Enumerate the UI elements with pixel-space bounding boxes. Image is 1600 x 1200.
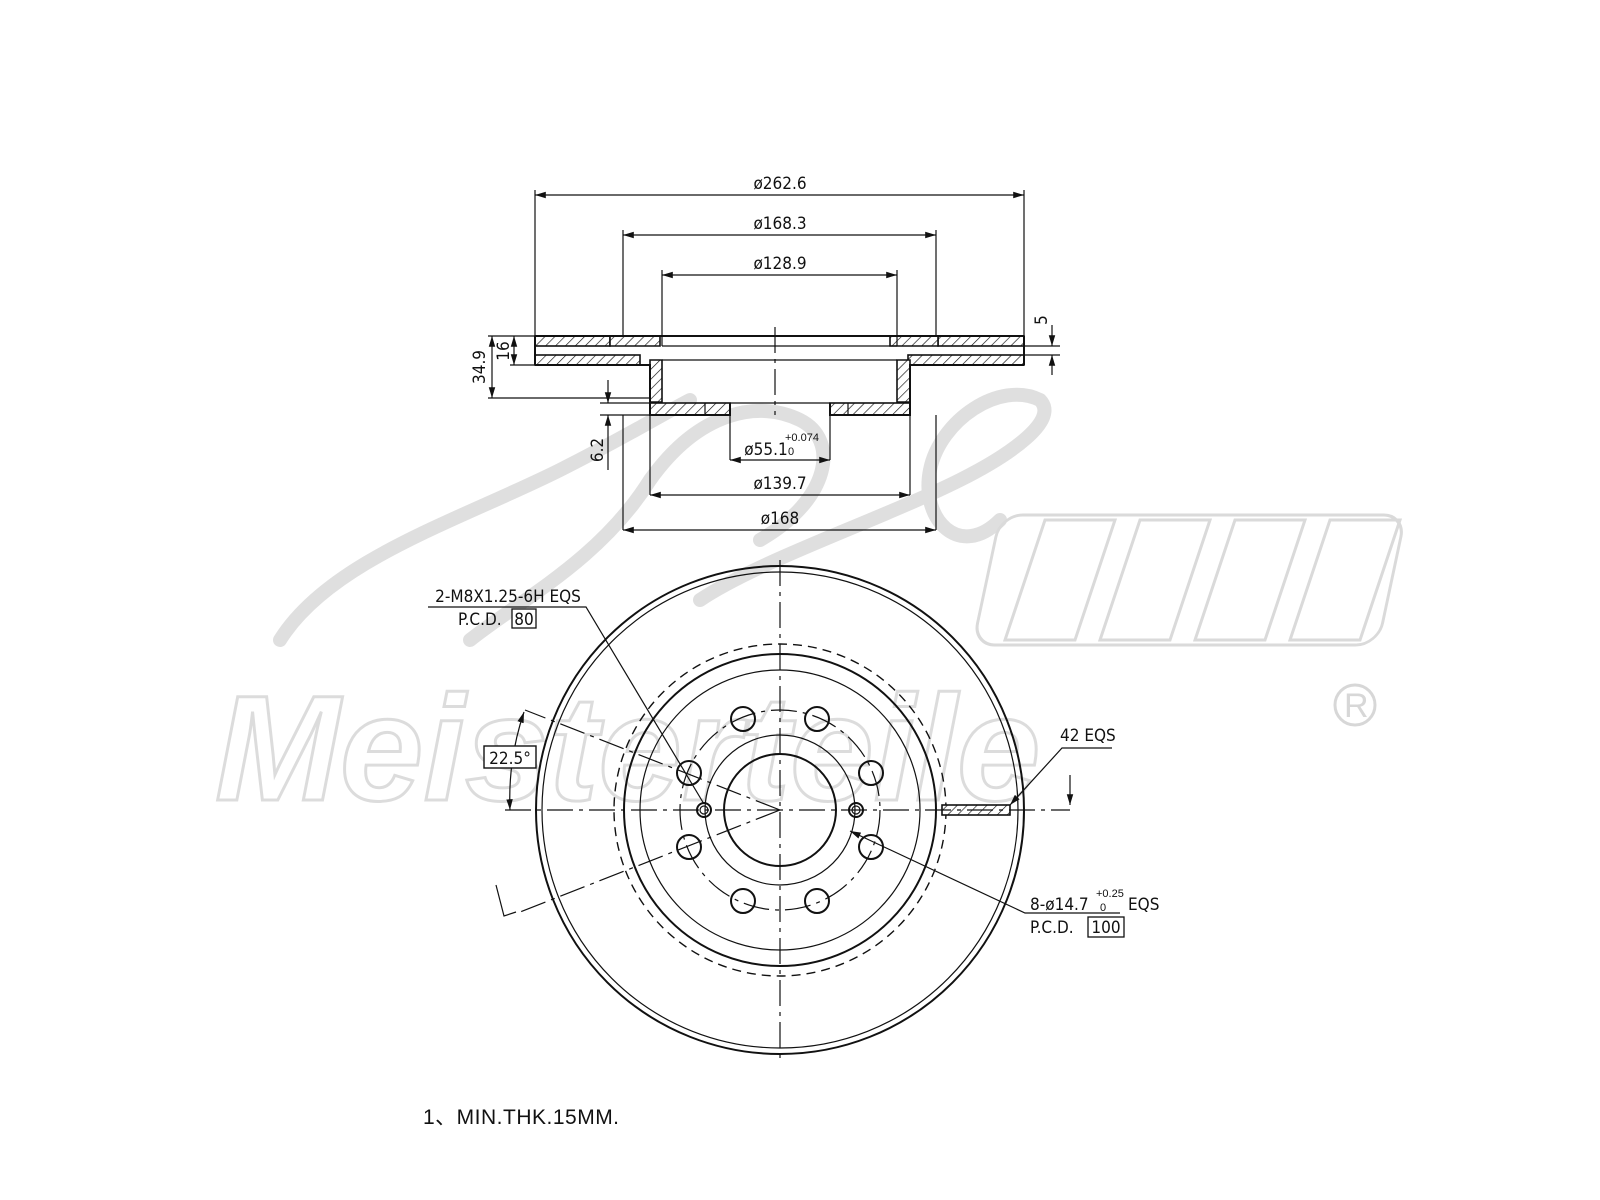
holes-tol-lower: 0 [1100, 902, 1106, 914]
extension-lines [488, 190, 1060, 530]
bolt-hole [676, 834, 702, 860]
watermark: Meisterteile R [214, 387, 1403, 834]
dim-hub-outer-diameter: ø168.3 [753, 214, 806, 234]
dim-center-bore-tol-upper: +0.074 [785, 432, 819, 444]
bolt-hole [730, 706, 756, 732]
dim-hat-diameter: ø168 [761, 509, 800, 529]
bolt-hole [676, 760, 702, 786]
note-min-thickness: 1、MIN.THK.15MM. [423, 1106, 620, 1129]
thread-callout: 2-M8X1.25-6H EQS [435, 587, 581, 607]
right-hat-wall [896, 359, 911, 403]
bolt-holes [676, 706, 884, 914]
left-upper-friction-face [534, 335, 611, 347]
left-lower-friction-face [534, 354, 641, 366]
bolt-hole [730, 888, 756, 914]
bolt-hole [804, 888, 830, 914]
dim-center-bore: ø55.1 [744, 440, 787, 460]
holes-callout-suffix: EQS [1128, 895, 1159, 915]
watermark-registered-circle [1333, 683, 1377, 727]
dimension-lines [488, 191, 1056, 534]
watermark-brand: Meisterteile [215, 664, 1040, 832]
slot-leader [1009, 747, 1112, 806]
dim-hub-inner-diameter: ø128.9 [753, 254, 806, 274]
dim-disc-thickness: 16 [494, 341, 514, 360]
angled-center-line-upper [524, 709, 781, 811]
angle-box [483, 745, 537, 769]
bolt-hole [858, 760, 884, 786]
dim-total-height: 34.9 [470, 350, 490, 384]
section-marker [495, 884, 517, 917]
slot-callout: 42 EQS [1060, 726, 1116, 746]
holes-leader [849, 830, 1120, 914]
dim-outer-diameter: ø262.6 [753, 174, 806, 194]
holes-pcd-box [1087, 916, 1125, 938]
dim-center-bore-tol-lower: 0 [788, 446, 794, 458]
left-hat-wall [649, 359, 663, 403]
face-view: 22.5° 2-M8X1.25-6H EQS P.C.D. 80 42 EQS … [428, 560, 1159, 1062]
dim-groove-width: 5 [1032, 315, 1052, 325]
angled-center-line-lower [519, 809, 781, 913]
dim-hat-thickness: 6.2 [588, 438, 608, 462]
left-hat-top [609, 335, 661, 347]
thread-leader [428, 606, 705, 805]
angle-value: 22.5° [489, 749, 531, 769]
thread-pcd-label: P.C.D. [458, 610, 502, 630]
thread-pcd-box [511, 608, 537, 629]
right-hat-bottom [829, 402, 911, 416]
watermark-registered: R [1344, 687, 1369, 725]
left-hat-bottom [649, 402, 731, 416]
section-view: ø262.6 ø168.3 ø128.9 ø55.1 +0.074 0 ø139… [470, 174, 1060, 534]
holes-pcd-label: P.C.D. [1030, 918, 1074, 938]
bolt-hole [858, 834, 884, 860]
thread-pcd-value: 80 [514, 610, 533, 630]
watermark-stripes [975, 513, 1403, 647]
right-upper-friction-face [937, 335, 1025, 347]
holes-tol-upper: +0.25 [1096, 888, 1124, 900]
right-lower-friction-face [907, 354, 1025, 366]
bolt-hole [804, 706, 830, 732]
holes-callout-prefix: 8-ø14.7 [1030, 895, 1089, 915]
dim-bolt-circle: ø139.7 [753, 474, 806, 494]
holes-pcd-value: 100 [1091, 918, 1120, 938]
